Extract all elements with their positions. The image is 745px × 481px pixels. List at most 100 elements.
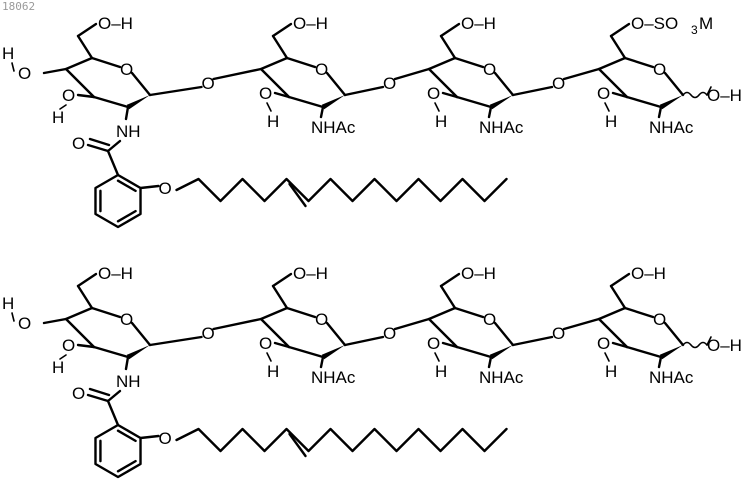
c6-bond [611, 36, 625, 58]
oh-bond [267, 353, 271, 361]
ring-bond [132, 323, 150, 345]
ring-bond [132, 73, 150, 95]
glycosidic-bond [345, 87, 383, 95]
c6-hydroxyl-label: O–H [98, 264, 133, 283]
ring-bond [287, 308, 315, 317]
ring-bond [327, 73, 345, 95]
c6-bond [611, 24, 629, 36]
c6-bond [611, 274, 629, 286]
glycosidic-oxygen-label: O [552, 324, 565, 343]
c6-bond [78, 274, 96, 286]
oh-bond [605, 103, 609, 111]
sulfate-subscript: 3 [691, 23, 698, 37]
c3-hydrogen-label: H [435, 362, 447, 381]
glycosidic-bond [345, 337, 383, 345]
nhac-label: NHAc [311, 368, 356, 387]
c6-hydroxyl-label: O–H [461, 264, 496, 283]
glycosidic-bond [150, 337, 202, 345]
c6-bond [78, 36, 92, 58]
ring-oxygen-label: O [483, 60, 496, 79]
c4-bond [44, 319, 66, 323]
carbonyl-bond [90, 389, 109, 395]
n-bond [126, 107, 128, 119]
c3-hydrogen-label: H [267, 362, 279, 381]
nhac-label: NHAc [311, 118, 356, 137]
c3-hydrogen-label: H [267, 112, 279, 131]
c6-bond [441, 286, 455, 308]
ring-oxygen-label: O [653, 60, 666, 79]
anomeric-hydroxyl-label: O–H [707, 86, 742, 105]
c3-oxygen-label: O [259, 84, 272, 103]
ring-bond [665, 323, 683, 345]
aryl-bond [108, 151, 118, 175]
glycosidic-bond [395, 319, 429, 329]
c6-bond [273, 274, 291, 286]
ring-bold-bond [94, 347, 128, 357]
ring-bond [625, 308, 653, 317]
nhac-label: NHAc [479, 368, 524, 387]
oh-bond [435, 103, 439, 111]
c3-oxygen-label: O [62, 86, 75, 105]
benzene-ring [95, 425, 140, 477]
glycosidic-bond [513, 337, 552, 345]
ring-bold-bond [127, 345, 150, 359]
n-bond [489, 357, 491, 367]
c3-oxygen-label: O [427, 84, 440, 103]
carbonyl-bond [88, 395, 108, 401]
ring-oxygen-label: O [653, 310, 666, 329]
c3-hydrogen-label: H [52, 358, 64, 377]
ring-bond [495, 73, 513, 95]
sulfate-counterion: M [699, 14, 713, 33]
carbonyl-bond [88, 145, 108, 151]
ether-oxygen-label: O [159, 179, 172, 198]
ring-bond [455, 58, 483, 67]
ring-oxygen-label: O [315, 60, 328, 79]
ring-bold-bond [627, 97, 661, 107]
glycosidic-bond [564, 69, 599, 79]
n-bond [321, 357, 323, 367]
ring-bond [625, 58, 653, 67]
c3-hydrogen-label: H [605, 362, 617, 381]
n-bond [489, 107, 491, 117]
c3-hydrogen-label: H [605, 112, 617, 131]
anomeric-hydroxyl-label: O–H [707, 336, 742, 355]
alkyl-chain [177, 429, 507, 451]
ether-bond [141, 436, 159, 438]
c3-hydrogen-label: H [435, 112, 447, 131]
ring-bond [455, 308, 483, 317]
glycosidic-bond [214, 319, 262, 329]
ring-bold-bond [457, 97, 491, 107]
c6-bond [611, 286, 625, 308]
nh-label: NH [116, 372, 141, 391]
glycosidic-bond [564, 319, 599, 329]
ring-bold-bond [660, 95, 683, 109]
oh-bond [12, 63, 14, 71]
c6-hydroxyl-label: O–H [293, 264, 328, 283]
alkyl-chain [177, 179, 507, 201]
c3-oxygen-label: O [597, 84, 610, 103]
ring-oxygen-label: O [120, 310, 133, 329]
glycosidic-oxygen-label: O [383, 324, 396, 343]
c6-hydroxyl-label: O–H [98, 14, 133, 33]
ring-bold-bond [490, 95, 513, 109]
glycosidic-oxygen-label: O [202, 74, 215, 93]
oh-bond [12, 313, 14, 321]
ether-bond [141, 186, 159, 188]
ring-bold-bond [660, 345, 683, 359]
anomeric-wavy-bond [683, 343, 707, 348]
oh-bond [267, 103, 271, 111]
c6-bond [273, 286, 287, 308]
c4-hydrogen-label: H [2, 44, 14, 63]
carbonyl-oxygen-label: O [72, 134, 85, 153]
c3-oxygen-label: O [259, 334, 272, 353]
ring-bond [495, 323, 513, 345]
c4-bond [44, 69, 66, 73]
c6-hydroxyl-label: O–H [461, 14, 496, 33]
ether-oxygen-label: O [159, 429, 172, 448]
ring-bold-bond [289, 347, 323, 357]
anomeric-wavy-bond [683, 93, 707, 98]
nhac-label: NHAc [649, 118, 694, 137]
ring-bold-bond [289, 97, 323, 107]
ring-bold-bond [127, 95, 150, 109]
glycosidic-bond [395, 69, 429, 79]
